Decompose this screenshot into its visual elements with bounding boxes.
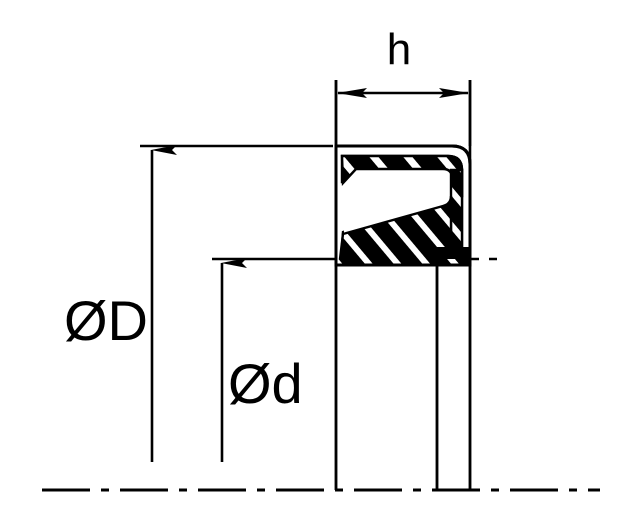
inner-diameter-dimension: Ød	[212, 257, 502, 462]
height-label: h	[387, 25, 411, 74]
seal-step-notch	[436, 247, 471, 259]
seal-section	[334, 144, 472, 267]
outer-diameter-label: ØD	[64, 289, 148, 352]
outer-diameter-dimension: ØD	[64, 144, 333, 462]
inner-diameter-label: Ød	[228, 352, 303, 415]
seal-inner-cavity	[343, 169, 451, 234]
height-extension-overlay	[334, 80, 472, 490]
seal-outer-wall	[336, 144, 472, 256]
